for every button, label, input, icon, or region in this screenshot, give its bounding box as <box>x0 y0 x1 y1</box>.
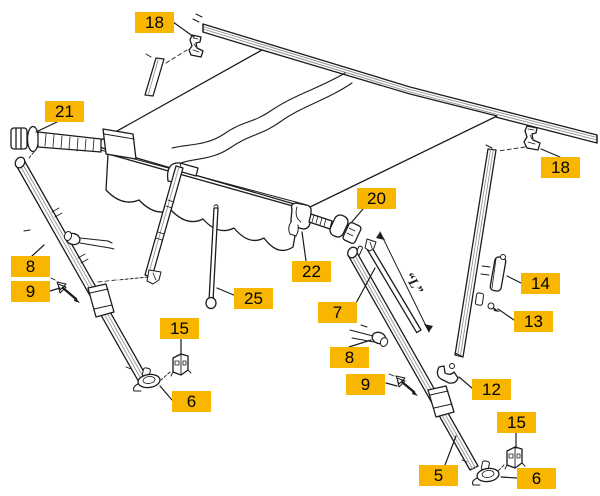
small-screw <box>488 303 500 312</box>
hanger-bracket-left <box>189 35 203 57</box>
rafter-clamp-right <box>350 325 389 347</box>
leader-lines <box>32 22 560 478</box>
rail-handle <box>490 255 507 292</box>
torsion-assembly-left <box>11 127 136 160</box>
callout-14: 14 <box>521 273 560 294</box>
rail-bottom-bracket <box>437 364 458 384</box>
arm-foot-right <box>462 460 500 485</box>
torsion-assembly-right <box>309 213 363 256</box>
wing-bolt-left <box>51 278 116 303</box>
right-support-arm <box>346 245 478 470</box>
callout-9-right: 9 <box>346 374 385 395</box>
hanger-bracket-right <box>524 126 540 150</box>
callout-25: 25 <box>234 288 273 309</box>
callout-7: 7 <box>318 302 357 323</box>
middle-rafter-arm <box>145 166 183 284</box>
pull-rod <box>206 205 218 309</box>
callout-15-right: 15 <box>497 412 536 433</box>
rafter-clamp-left <box>24 230 114 249</box>
callout-18-left: 18 <box>135 12 174 33</box>
wing-bolt-right <box>389 374 418 396</box>
arm-foot-left <box>126 367 161 391</box>
callout-18-right: 18 <box>541 157 580 178</box>
callout-12: 12 <box>472 379 511 400</box>
callout-13: 13 <box>514 311 553 332</box>
right-vertical-rail <box>455 145 496 357</box>
length-dimension <box>376 232 433 332</box>
callout-5: 5 <box>419 465 458 486</box>
rafter-arm <box>365 239 421 333</box>
callout-15-left: 15 <box>160 318 199 339</box>
awning-rail <box>193 14 597 143</box>
callout-20: 20 <box>357 188 396 209</box>
dimension-label: “L” <box>401 270 426 297</box>
callout-9-left: 9 <box>11 281 50 302</box>
callout-22: 22 <box>292 261 331 282</box>
callout-8-right: 8 <box>330 347 369 368</box>
rail-stub <box>145 54 164 96</box>
bottom-bracket-left <box>171 354 191 376</box>
corner-clamp-22 <box>289 203 311 236</box>
valance <box>106 154 300 250</box>
callout-6-right: 6 <box>517 468 556 489</box>
callout-21: 21 <box>45 101 84 122</box>
callout-8-left: 8 <box>11 256 50 277</box>
callout-6-left: 6 <box>172 391 211 412</box>
bottom-bracket-right <box>505 447 525 469</box>
